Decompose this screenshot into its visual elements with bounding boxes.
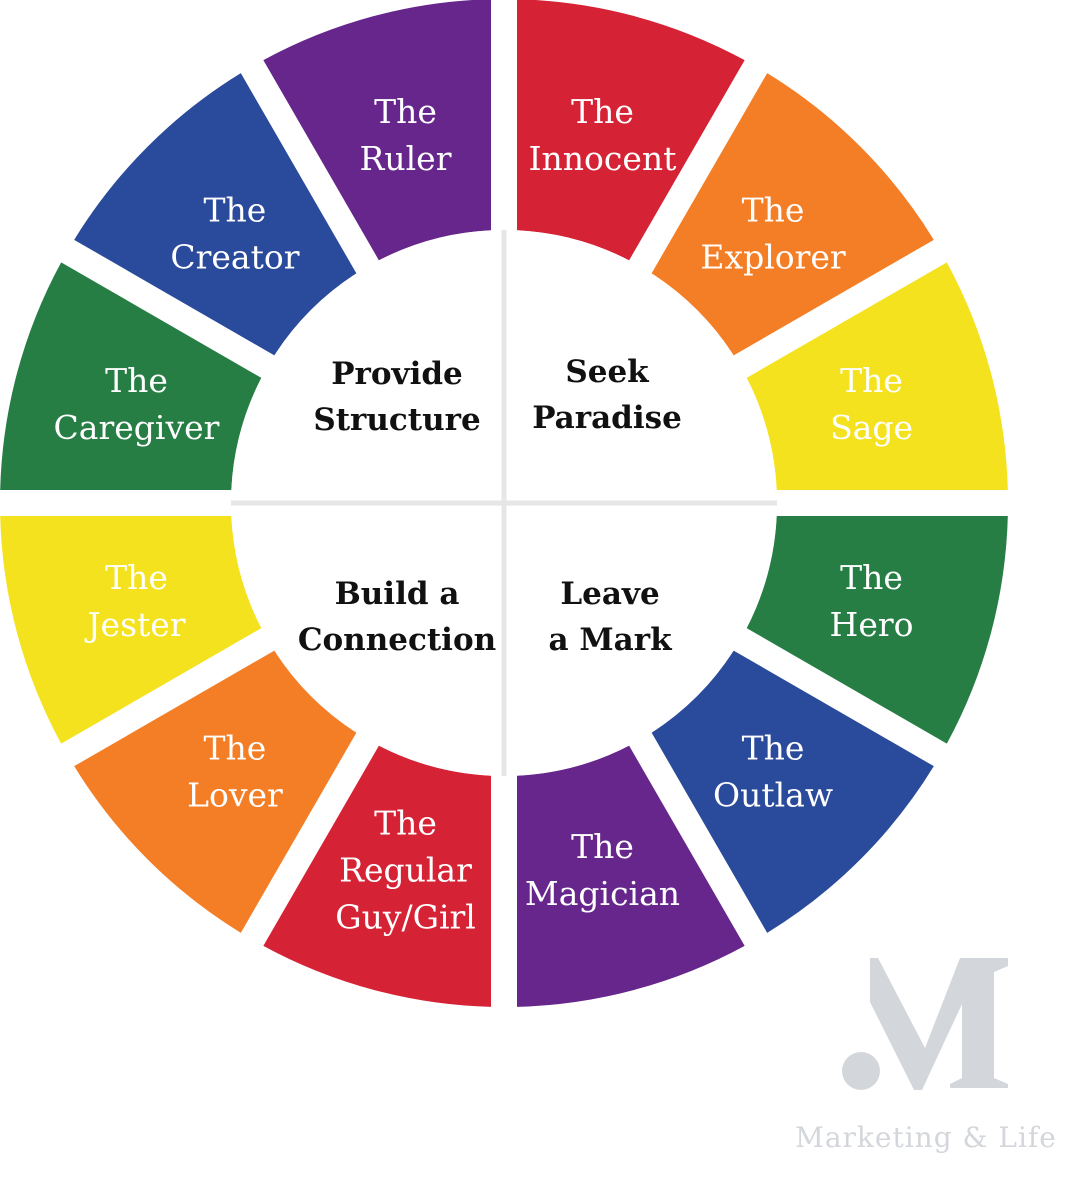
quadrant-label-line: a Mark (548, 622, 673, 658)
brand-logo-dot (842, 1052, 880, 1090)
segment-label-line: The (571, 92, 634, 131)
quadrant-label-line: Structure (313, 402, 480, 438)
segment-6 (263, 745, 491, 1007)
segment-label-line: Outlaw (713, 776, 833, 815)
segment-9 (0, 262, 262, 490)
brand-tagline: Marketing & Life (795, 1121, 1057, 1154)
segment-label-line: Regular (339, 851, 472, 890)
segment-11 (263, 0, 491, 261)
segment-label-line: Guy/Girl (335, 898, 476, 937)
segment-label-line: The (204, 729, 267, 768)
segment-label-line: The (840, 558, 903, 597)
segment-2 (746, 262, 1008, 490)
segment-label-line: The (374, 804, 437, 843)
segment-label-line: The (105, 361, 168, 400)
segment-3 (746, 516, 1008, 744)
segment-label-line: The (204, 190, 267, 229)
segments (0, 0, 1008, 1007)
quadrant-label-line: Paradise (532, 400, 682, 436)
quadrant-label-line: Build a (335, 576, 460, 612)
quadrant-label-line: Connection (298, 622, 496, 658)
quadrant-label-line: Seek (565, 354, 650, 390)
segment-5 (517, 745, 745, 1007)
segment-label-line: The (742, 190, 805, 229)
segment-label-line: Ruler (360, 139, 452, 178)
segment-1 (651, 73, 934, 356)
segment-label-line: Jester (84, 605, 185, 644)
segment-label-line: The (742, 729, 805, 768)
segment-label-line: Creator (170, 237, 299, 276)
segment-label-line: Explorer (700, 237, 846, 276)
quadrant-dividers (231, 230, 777, 776)
segment-8 (0, 516, 262, 744)
segment-label-line: Lover (187, 776, 283, 815)
quadrant-label-line: Leave (560, 576, 659, 612)
segment-10 (74, 73, 357, 356)
quadrant-label-1: Leave a Mark (548, 576, 673, 658)
quadrant-label-2: Build a Connection (298, 576, 496, 658)
segment-label-line: Innocent (529, 139, 677, 178)
segment-label-line: The (840, 361, 903, 400)
quadrant-label-line: Provide (331, 356, 463, 392)
segment-label-line: Magician (525, 874, 680, 913)
segment-7 (74, 650, 357, 933)
segment-label-line: Sage (830, 408, 913, 447)
segment-4 (651, 650, 934, 933)
brand-logo (838, 958, 1008, 1090)
segment-label-line: The (105, 558, 168, 597)
segment-label-line: Caregiver (54, 408, 220, 447)
segment-0 (517, 0, 745, 261)
segment-label-line: The (374, 92, 437, 131)
brand-logo-m (838, 958, 1008, 1090)
segment-label-line: Hero (830, 605, 914, 644)
segment-label-line: The (571, 827, 634, 866)
